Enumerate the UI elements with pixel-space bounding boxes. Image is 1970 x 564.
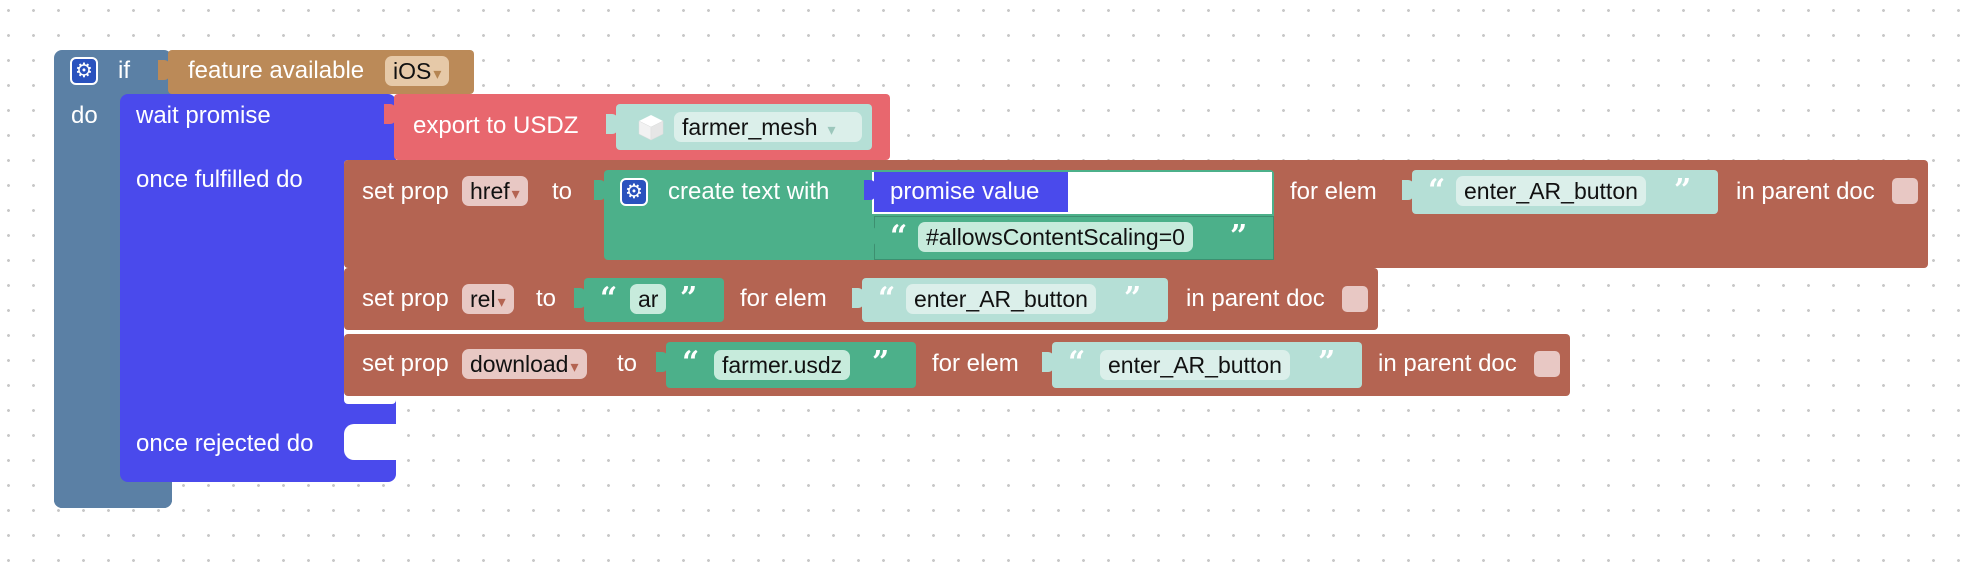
elem-connector xyxy=(1042,352,1054,372)
gear-icon[interactable]: ⚙ xyxy=(620,178,648,206)
in-parent-doc-checkbox[interactable] xyxy=(1342,286,1368,312)
gear-icon[interactable]: ⚙ xyxy=(70,57,98,85)
elem-value[interactable]: enter_AR_button xyxy=(906,284,1096,314)
wait-promise-label: wait promise xyxy=(136,102,271,129)
if-block-bottom xyxy=(54,488,172,508)
text-string-connector xyxy=(864,226,876,246)
export-label: export to USDZ xyxy=(413,112,579,139)
quote-open-icon: “ xyxy=(1428,173,1446,208)
download-value-connector xyxy=(656,352,668,372)
elem-connector xyxy=(1402,180,1414,200)
prop-dropdown-href[interactable]: href▾ xyxy=(462,176,528,206)
to-label: to xyxy=(617,350,638,377)
set-prop-label: set prop xyxy=(362,178,449,205)
for-elem-label: for elem xyxy=(932,350,1019,377)
prop-value: href xyxy=(470,178,510,204)
quote-close-icon: ” xyxy=(680,281,698,316)
chevron-down-icon: ▾ xyxy=(497,294,506,311)
create-text-connector xyxy=(594,180,606,200)
create-text-label: create text with xyxy=(668,178,830,205)
rel-value[interactable]: ar xyxy=(630,284,667,314)
platform-value: iOS xyxy=(393,58,432,84)
in-parent-doc-checkbox[interactable] xyxy=(1534,351,1560,377)
prop-value: rel xyxy=(470,286,496,312)
quote-close-icon: ” xyxy=(1230,219,1248,254)
elem-connector xyxy=(852,288,864,308)
in-parent-doc-label: in parent doc xyxy=(1736,178,1875,205)
text-string-value[interactable]: #allowsContentScaling=0 xyxy=(918,222,1193,252)
elem-value[interactable]: enter_AR_button xyxy=(1456,176,1646,206)
chevron-down-icon: ▾ xyxy=(511,186,520,203)
prop-dropdown-download[interactable]: download▾ xyxy=(462,349,587,379)
quote-open-icon: “ xyxy=(890,219,908,254)
in-parent-doc-label: in parent doc xyxy=(1186,285,1325,312)
fulfilled-label: once fulfilled do xyxy=(136,166,303,193)
promise-value-label: promise value xyxy=(890,178,1040,205)
quote-open-icon: “ xyxy=(600,281,618,316)
mesh-name: farmer_mesh xyxy=(682,114,818,140)
prop-dropdown-rel[interactable]: rel▾ xyxy=(462,284,514,314)
rel-value-connector xyxy=(574,288,586,308)
if-label: if xyxy=(118,57,130,84)
mesh-dropdown[interactable]: farmer_mesh ▾ xyxy=(674,112,862,142)
quote-open-icon: “ xyxy=(878,281,896,316)
platform-dropdown[interactable]: iOS▾ xyxy=(385,56,450,86)
quote-open-icon: “ xyxy=(682,345,700,380)
download-value[interactable]: farmer.usdz xyxy=(714,350,851,380)
promise-bottom xyxy=(120,462,396,482)
in-parent-doc-checkbox[interactable] xyxy=(1892,178,1918,204)
rejected-slot[interactable] xyxy=(344,424,396,460)
set-prop-label: set prop xyxy=(362,350,449,377)
quote-close-icon: ” xyxy=(1318,345,1336,380)
promise-value-block[interactable] xyxy=(874,172,1068,212)
quote-close-icon: ” xyxy=(872,345,890,380)
do-label: do xyxy=(71,102,98,129)
quote-close-icon: ” xyxy=(1124,281,1142,316)
chevron-down-icon: ▾ xyxy=(827,122,836,139)
promise-value-connector xyxy=(864,180,876,200)
cube-icon xyxy=(636,112,666,142)
chevron-down-icon: ▾ xyxy=(570,359,579,376)
export-connector xyxy=(384,104,396,124)
in-parent-doc-label: in parent doc xyxy=(1378,350,1517,377)
to-label: to xyxy=(552,178,573,205)
for-elem-label: for elem xyxy=(740,285,827,312)
rejected-label: once rejected do xyxy=(136,430,314,457)
quote-close-icon: ” xyxy=(1674,173,1692,208)
set-prop-label: set prop xyxy=(362,285,449,312)
quote-open-icon: “ xyxy=(1068,345,1086,380)
for-elem-label: for elem xyxy=(1290,178,1377,205)
chevron-down-icon: ▾ xyxy=(433,66,442,83)
prop-value: download xyxy=(470,351,569,377)
to-label: to xyxy=(536,285,557,312)
feature-connector xyxy=(158,60,170,80)
elem-value[interactable]: enter_AR_button xyxy=(1100,350,1290,380)
feature-label: feature available xyxy=(188,57,365,84)
mesh-connector xyxy=(606,114,618,134)
